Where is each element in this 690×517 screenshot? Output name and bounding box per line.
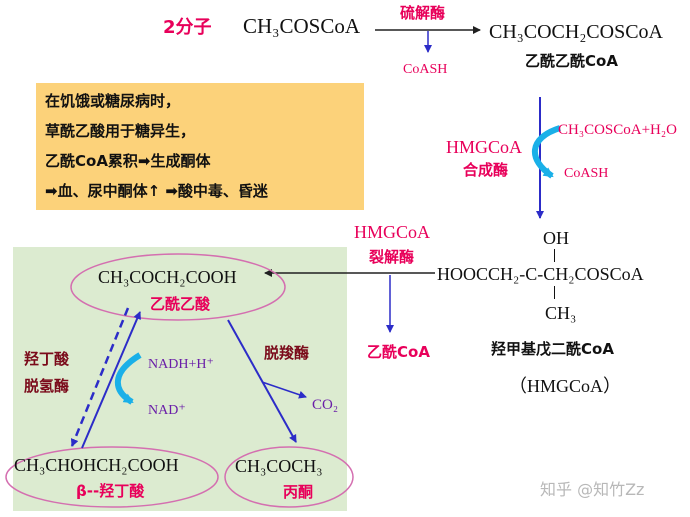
reduction-arrow (70, 307, 130, 447)
nadh-label: NADH+H⁺ (148, 357, 214, 372)
hmgcoa-formula: HOOCCH₂-C-CH₂COSCoA (437, 264, 644, 284)
oxidation-arrow (81, 311, 141, 449)
note-box (36, 83, 364, 210)
acetoacetate-ellipse (70, 253, 286, 321)
synthase-curve-arrow (532, 125, 561, 179)
acetoacetate-formula: CH₃COCH₂COOH (98, 267, 237, 287)
synthase-substrate-label: CH₃COSCoA+H₂O (558, 122, 677, 138)
hmgcoa-bond-top (554, 249, 555, 262)
hmgcoa-abbr: （HMGCoA） (509, 376, 622, 396)
acetoacetate-name: 乙酰乙酸 (150, 295, 211, 313)
co2-arrow (261, 381, 307, 399)
note-line-4: ➡血、尿中酮体↑ ➡酸中毒、昏迷 (45, 182, 268, 200)
hydroxybutyrate-ellipse (5, 446, 219, 508)
dehydrogenase-label: 羟丁酸 (24, 350, 70, 368)
note-line-2: 草酰乙酸用于糖异生， (45, 122, 196, 140)
lyase-product-label: 乙酰CoA (367, 343, 430, 361)
acetoacetyl-coa-name: 乙酰乙酰CoA (525, 52, 618, 70)
synthase-enzyme-label: HMGCoA (446, 137, 523, 157)
synthase-enzyme-label-2: 合成酶 (463, 161, 509, 179)
dehydrogenase-label-2: 脱氢酶 (24, 377, 70, 395)
hydroxybutyrate-name: β--羟丁酸 (76, 482, 145, 500)
nad-label: NAD⁺ (148, 403, 186, 418)
two-molecules-label: 2分子 (163, 17, 212, 38)
co2-label: CO₂ (312, 397, 339, 413)
lyase-enzyme-label: HMGCoA (354, 222, 431, 242)
note-line-3: 乙酰CoA累积➡生成酮体 (45, 152, 211, 170)
thiolase-coash-label: CoASH (403, 62, 448, 77)
hmgcoa-bond-bottom (554, 286, 555, 299)
nadh-curve-arrow (114, 352, 142, 405)
synthase-coash-label: CoASH (564, 166, 609, 181)
hydroxybutyrate-formula: CH₃CHOHCH₂COOH (14, 455, 179, 475)
acetone-formula: CH₃COCH₃ (235, 456, 323, 476)
hmgcoa-name: 羟甲基戊二酰CoA (491, 340, 614, 358)
note-line-1: 在饥饿或糖尿病时， (45, 92, 181, 110)
watermark: 知乎 @知竹Zz (540, 480, 645, 499)
acetoacetyl-coa-formula: CH₃COCH₂COSCoA (489, 21, 663, 43)
acetone-name: 丙酮 (283, 483, 314, 501)
decarboxylase-label: 脱羧酶 (264, 344, 310, 362)
hmgcoa-ch3: CH₃ (545, 303, 577, 323)
ketone-body-panel (13, 247, 347, 511)
acetyl-coa-formula: CH₃COSCoA (243, 14, 361, 38)
decarboxylation-arrow (227, 319, 297, 443)
thiolase-label: 硫解酶 (400, 4, 446, 22)
hmgcoa-oh: OH (543, 228, 569, 248)
lyase-enzyme-label-2: 裂解酶 (369, 248, 415, 266)
acetone-ellipse (224, 446, 354, 508)
